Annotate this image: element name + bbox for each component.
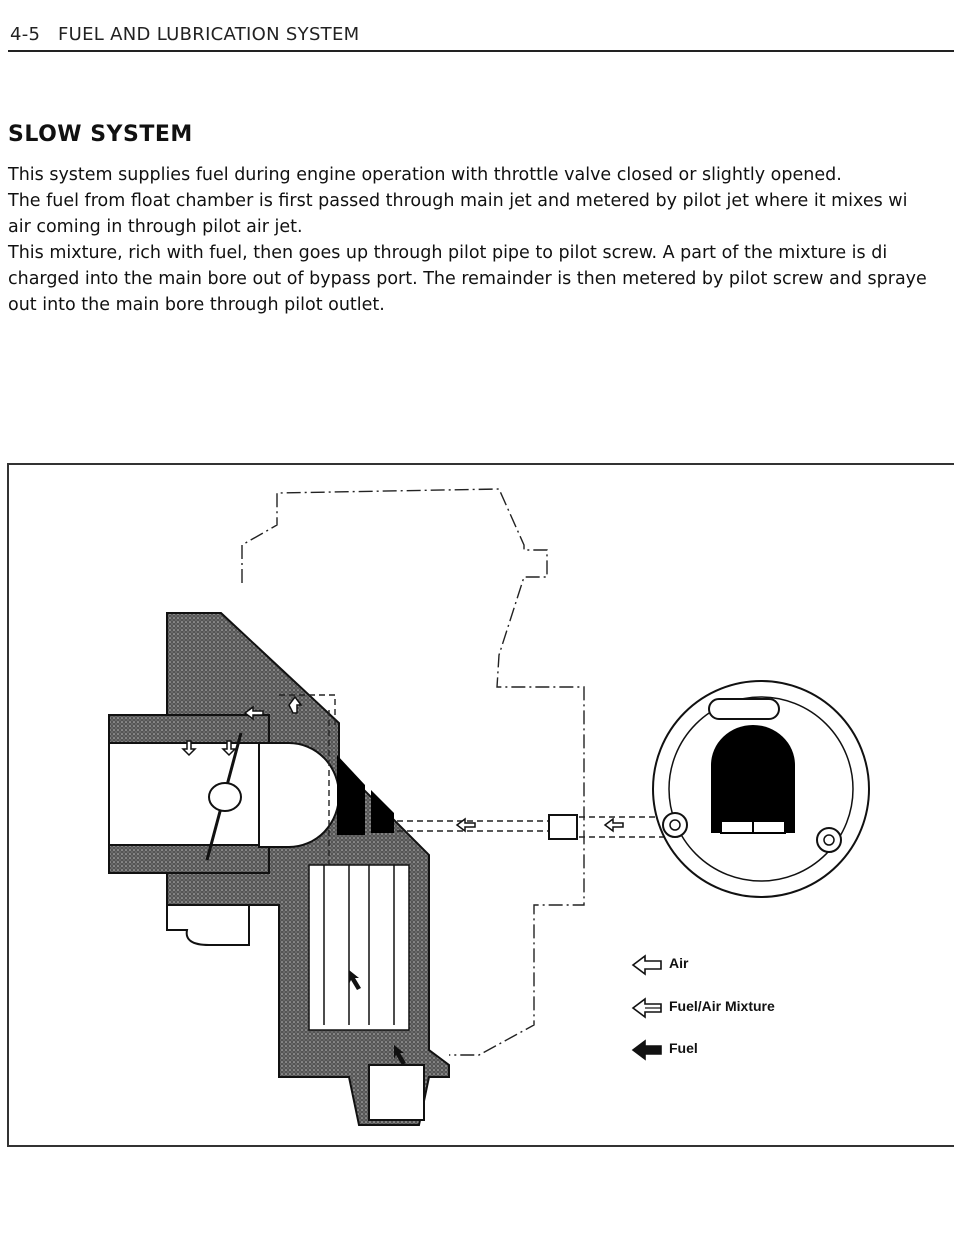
legend-fuel-label: Fuel bbox=[669, 1040, 698, 1056]
inset-view-circle bbox=[652, 680, 870, 898]
paragraph-line: charged into the main bore out of bypass… bbox=[8, 269, 927, 289]
paragraph-line: This mixture, rich with fuel, then goes … bbox=[8, 243, 888, 263]
fuel-arrows bbox=[349, 970, 406, 1065]
slow-system-figure: Air Fuel/Air Mixture Fuel bbox=[7, 463, 954, 1147]
legend-icons bbox=[631, 954, 662, 1061]
carburetor-top-outline bbox=[241, 488, 585, 1056]
flow-arrows bbox=[181, 695, 624, 833]
fuel-arrow-icon bbox=[631, 1039, 662, 1061]
paragraph-line: air coming in through pilot air jet. bbox=[8, 217, 303, 237]
air-arrow-icon bbox=[631, 954, 662, 976]
page-header: 4-5 FUEL AND LUBRICATION SYSTEM bbox=[8, 22, 954, 52]
pilot-screw bbox=[548, 814, 578, 840]
header-title: FUEL AND LUBRICATION SYSTEM bbox=[58, 24, 360, 45]
section-title: SLOW SYSTEM bbox=[8, 122, 193, 147]
legend-mixture-label: Fuel/Air Mixture bbox=[669, 998, 775, 1014]
carburetor-body-section bbox=[108, 612, 450, 1126]
paragraph-line: The fuel from float chamber is first pas… bbox=[8, 191, 908, 211]
legend-air-label: Air bbox=[669, 955, 689, 971]
page-number: 4-5 bbox=[10, 24, 41, 45]
paragraph-line: This system supplies fuel during engine … bbox=[8, 165, 842, 185]
paragraph-line: out into the main bore through pilot out… bbox=[8, 295, 385, 315]
carburetor-diagram bbox=[108, 488, 870, 1126]
body-text: This system supplies fuel during engine … bbox=[8, 162, 954, 318]
